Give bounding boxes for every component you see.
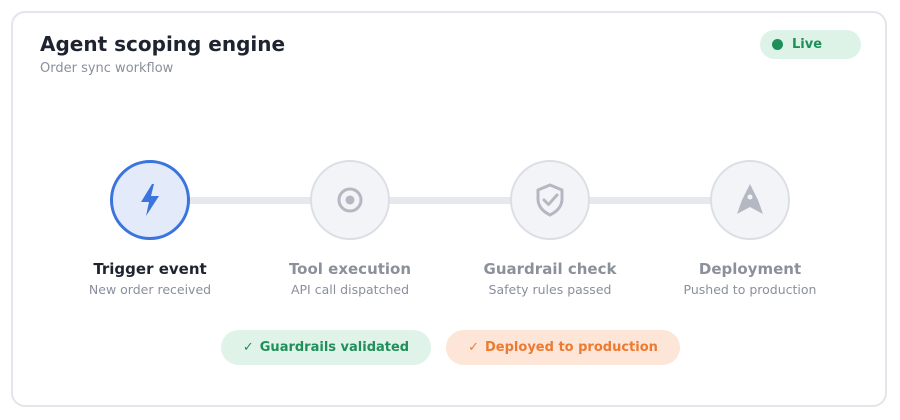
step-trigger-event[interactable] (110, 160, 190, 240)
page-subtitle: Order sync workflow (40, 61, 174, 76)
pill-label: Deployed to production (485, 340, 658, 355)
step-guardrail-check[interactable] (510, 160, 590, 240)
step-connector (388, 197, 514, 204)
status-dot (772, 39, 783, 50)
deployed-to-production-pill: ✓ Deployed to production (446, 330, 680, 365)
pill-label: Guardrails validated (259, 340, 410, 355)
shield-check-icon (536, 183, 564, 217)
target-icon (337, 187, 363, 213)
rocket-icon (737, 184, 763, 214)
step-connector (588, 197, 714, 204)
step-subtitle: New order received (88, 282, 212, 297)
step-title: Guardrail check (483, 260, 617, 278)
page-title: Agent scoping engine (40, 32, 286, 56)
step-title: Deployment (698, 260, 802, 278)
step-tool-execution[interactable] (310, 160, 390, 240)
step-connector (188, 197, 314, 204)
lightning-bolt-icon (141, 184, 159, 216)
step-title: Tool execution (288, 260, 412, 278)
step-subtitle: API call dispatched (290, 282, 410, 297)
check-icon: ✓ (468, 340, 480, 355)
check-icon: ✓ (242, 340, 254, 355)
status-badge: Live (760, 30, 861, 59)
step-title: Trigger event (93, 260, 207, 278)
step-subtitle: Pushed to production (683, 282, 817, 297)
step-subtitle: Safety rules passed (488, 282, 612, 297)
guardrails-validated-pill: ✓ Guardrails validated (221, 330, 431, 365)
step-deployment[interactable] (710, 160, 790, 240)
status-badge-label: Live (792, 37, 823, 52)
